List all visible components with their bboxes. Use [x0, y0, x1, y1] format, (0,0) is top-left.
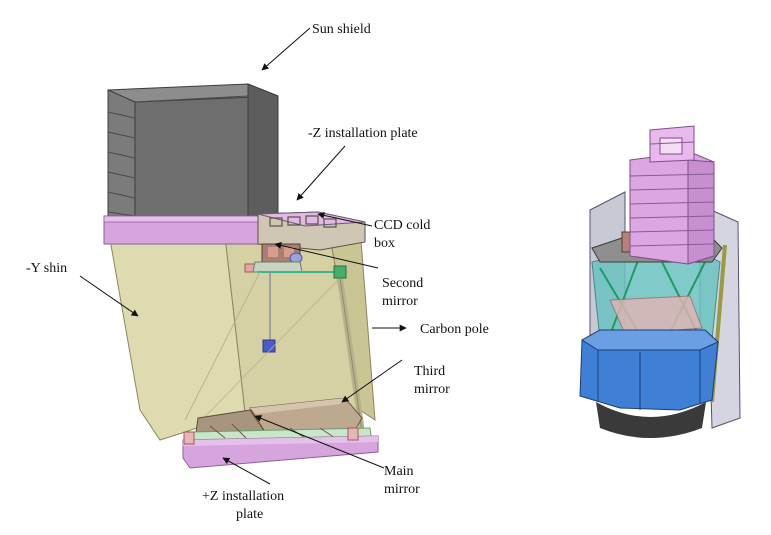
- blue-base: [579, 329, 719, 438]
- label-second-line1: Second: [382, 276, 423, 291]
- sun-shield: [107, 83, 279, 232]
- arrow-z-plus-plate: [222, 457, 271, 485]
- arrow-second-mirror: [274, 242, 379, 269]
- y-shin-panel: [107, 227, 246, 441]
- arrow-y-shin: [79, 275, 139, 317]
- second-mirror-assembly: [184, 243, 347, 423]
- arrow-ccd-cold-box: [317, 211, 373, 227]
- callout-arrows: [79, 27, 407, 485]
- third-mirror: [249, 397, 363, 433]
- telescope-exploded-view: [103, 83, 379, 469]
- label-z-minus-plate: -Z installation plate: [308, 126, 418, 141]
- label-third-line2: mirror: [414, 382, 450, 397]
- arrow-main-mirror: [254, 415, 385, 469]
- label-second-line2: mirror: [382, 294, 418, 309]
- telescope-assembled-view: [579, 125, 741, 438]
- label-main-line1: Main: [384, 464, 414, 479]
- label-third-line1: Third: [414, 364, 445, 379]
- ccd-cold-box: [257, 211, 366, 251]
- pink-sun-shield: [629, 125, 715, 265]
- label-ccd-line1: CCD cold: [374, 218, 430, 233]
- arrow-third-mirror: [341, 359, 403, 403]
- z-plus-installation-plate: [182, 427, 379, 469]
- label-y-shin: -Y shin: [26, 261, 67, 276]
- labels: Sun shield -Z installation plate CCD col…: [26, 22, 489, 522]
- label-z-plus-line2: plate: [236, 507, 263, 522]
- arrow-z-minus-plate: [296, 145, 346, 201]
- label-carbon-pole: Carbon pole: [420, 322, 489, 337]
- label-sun-shield: Sun shield: [312, 22, 371, 37]
- label-main-line2: mirror: [384, 482, 420, 497]
- label-z-plus-line1: +Z installation: [202, 489, 284, 504]
- arrow-sun-shield: [261, 27, 311, 71]
- label-ccd-line2: box: [374, 236, 395, 251]
